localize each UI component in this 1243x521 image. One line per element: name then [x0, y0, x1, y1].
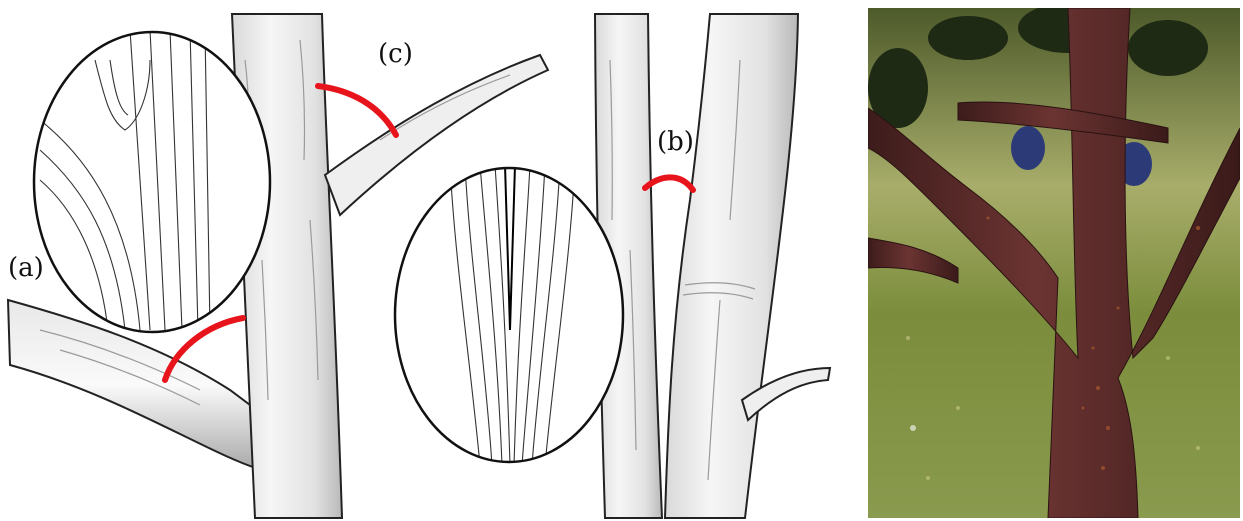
- label-c: (c): [378, 39, 413, 69]
- inset-narrow-union: [395, 165, 623, 465]
- inset-wide-union: [34, 30, 270, 332]
- angle-marker-b: [645, 177, 693, 190]
- branch-union-illustration: (a) (c) (b): [0, 0, 860, 521]
- label-a: (a): [8, 253, 44, 283]
- plum-icon: [1011, 126, 1045, 170]
- angle-marker-c: [318, 86, 396, 135]
- stem-right: [665, 14, 798, 518]
- plum-tree-photo: [868, 8, 1240, 518]
- label-b: (b): [657, 127, 694, 157]
